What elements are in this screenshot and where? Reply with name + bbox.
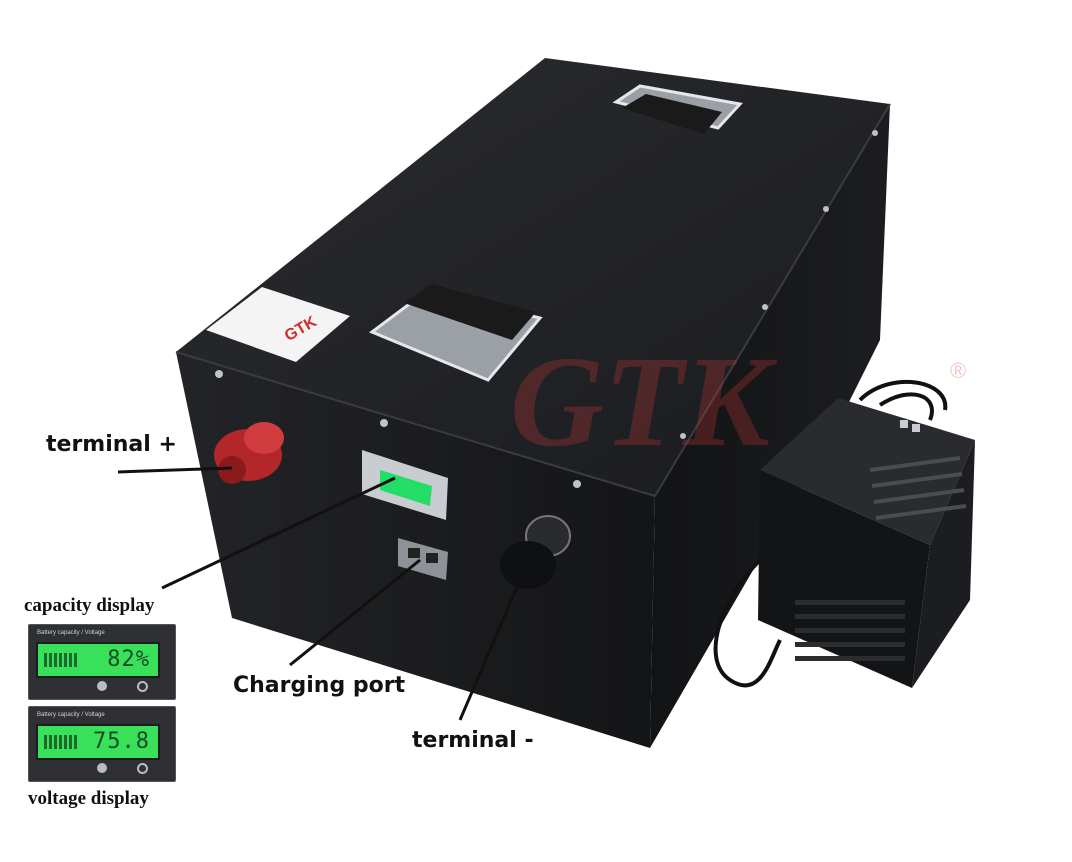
charging-port-pointer [289, 558, 421, 667]
terminal-minus-post [500, 515, 571, 589]
panel-button-ring-icon [137, 681, 148, 692]
voltage-display-panel: Battery capacity / Voltage 75.8 [28, 706, 176, 782]
terminal-plus-label: terminal + [46, 432, 177, 457]
capacity-level-bars [44, 653, 78, 667]
voltage-panel-header: Battery capacity / Voltage [37, 712, 105, 718]
registered-mark: ® [950, 358, 966, 383]
panel-button-icon [97, 763, 107, 773]
charging-port-label: Charging port [233, 673, 406, 698]
voltage-level-bars [44, 735, 78, 749]
terminal-plus-pointer [117, 466, 233, 474]
voltage-lcd-screen: 75.8 [36, 724, 160, 760]
capacity-value: 82% [107, 647, 150, 672]
capacity-display-label: capacity display [24, 595, 155, 616]
capacity-lcd-screen: 82% [36, 642, 160, 678]
panel-button-icon [97, 681, 107, 691]
brand-sticker: GTK [206, 287, 350, 362]
watermark-logo: GTK [510, 330, 777, 474]
capacity-display-panel: Battery capacity / Voltage 82% [28, 624, 176, 700]
front-handle [368, 284, 543, 382]
terminal-minus-pointer [458, 579, 522, 721]
rear-handle [612, 84, 743, 134]
battery-charger [713, 379, 975, 688]
capacity-panel-header: Battery capacity / Voltage [37, 630, 105, 636]
voltage-value: 75.8 [93, 729, 150, 754]
voltage-display-label: voltage display [28, 788, 149, 809]
terminal-minus-label: terminal - [412, 728, 534, 753]
capacity-display-pointer [161, 476, 396, 590]
panel-button-ring-icon [137, 763, 148, 774]
callout-lines [117, 466, 522, 721]
